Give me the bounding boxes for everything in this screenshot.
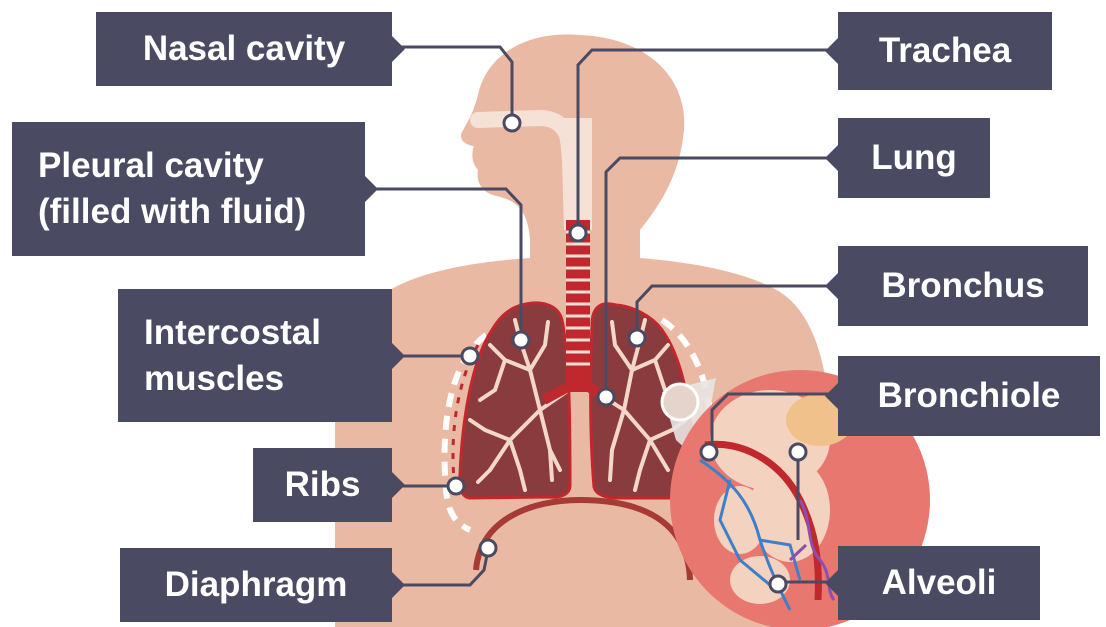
dot-pleural-cavity — [513, 332, 529, 348]
label-intercostal-line2: muscles — [144, 356, 284, 402]
label-intercostal-line1: Intercostal — [144, 310, 321, 356]
label-alveoli-text: Alveoli — [882, 561, 997, 605]
label-diaphragm: Diaphragm — [120, 548, 392, 622]
dot-intercostal — [462, 348, 478, 364]
label-bronchus-text: Bronchus — [881, 264, 1044, 308]
alveolus-cluster-small — [662, 384, 698, 420]
label-bronchiole: Bronchiole — [838, 356, 1100, 436]
dot-lung — [598, 389, 614, 405]
dot-bronchiole — [701, 444, 717, 460]
label-trachea-text: Trachea — [879, 29, 1011, 73]
dot-alveoli-upper — [790, 444, 806, 460]
dot-trachea — [570, 225, 586, 241]
label-diaphragm-text: Diaphragm — [165, 563, 348, 607]
label-nasal-cavity-text: Nasal cavity — [143, 27, 345, 71]
dot-ribs — [448, 478, 464, 494]
label-intercostal-muscles: Intercostal muscles — [118, 289, 392, 422]
label-lung: Lung — [838, 118, 990, 198]
label-pleural-cavity: Pleural cavity (filled with fluid) — [12, 122, 365, 256]
label-trachea: Trachea — [838, 12, 1052, 90]
dot-bronchus — [629, 330, 645, 346]
label-nasal-cavity: Nasal cavity — [96, 12, 392, 86]
label-alveoli: Alveoli — [838, 546, 1040, 620]
dot-diaphragm — [480, 540, 496, 556]
label-ribs-text: Ribs — [285, 463, 361, 507]
label-bronchiole-text: Bronchiole — [878, 374, 1061, 418]
label-pleural-cavity-line2: (filled with fluid) — [38, 189, 306, 235]
label-ribs: Ribs — [253, 448, 392, 522]
label-lung-text: Lung — [871, 136, 957, 180]
dot-alveoli — [770, 576, 786, 592]
label-bronchus: Bronchus — [838, 246, 1088, 326]
dot-nasal-cavity — [504, 115, 520, 131]
label-pleural-cavity-line1: Pleural cavity — [38, 143, 264, 189]
